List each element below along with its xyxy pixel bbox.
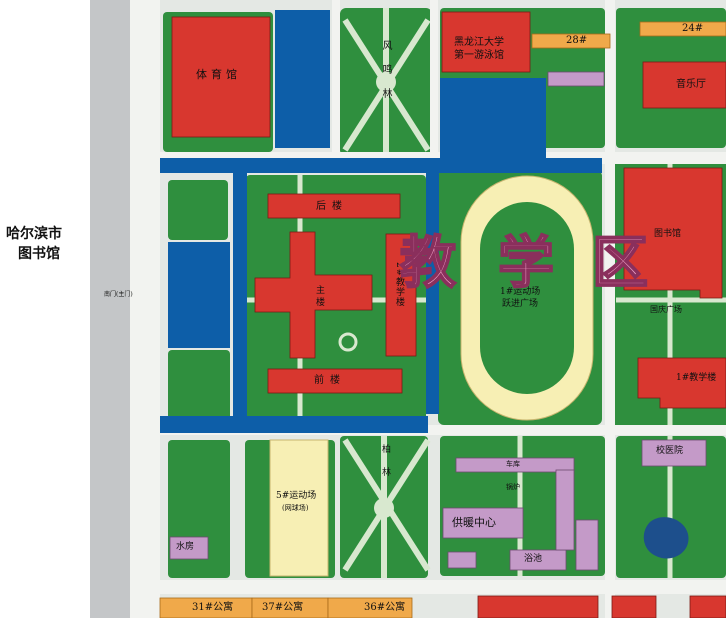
boiler-label: 锅炉 [506, 483, 520, 491]
purple-small-block [447, 551, 477, 569]
teaching-area-char-3: 区 [591, 231, 649, 296]
teaching-area-char-1: 教 [399, 231, 457, 296]
garage-block [455, 457, 575, 473]
gate-label: 南门(主门) [104, 291, 133, 298]
b24-label: 24# [682, 23, 704, 34]
water-room-label: 水房 [176, 542, 195, 552]
left-margin [0, 0, 90, 618]
music-hall-building [642, 61, 726, 109]
garage-label: 车库 [506, 460, 520, 468]
heating-block [442, 507, 524, 539]
sidebar-strip [90, 0, 130, 618]
fountain-north [376, 72, 396, 92]
heating-label: 供暖中心 [452, 516, 496, 529]
sports-field5-label-line2: (网球场) [282, 504, 309, 512]
purple-north-block [547, 71, 605, 87]
fengming-forest-label: 风鸣林 [380, 40, 391, 112]
teaching1-building [637, 357, 726, 409]
b28-block [531, 33, 611, 49]
south-red-building [477, 595, 599, 618]
front-building-label: 前楼 [314, 375, 346, 386]
swim-hall-label-line1: 黑龙江大学 [454, 37, 504, 48]
sports-field1-label-line2: 跃进广场 [502, 299, 539, 309]
water-room-block [169, 536, 209, 560]
fountain-center [338, 332, 358, 352]
fountain-south [374, 498, 394, 518]
dorm36-label: 36#公寓 [364, 602, 406, 613]
service-wing [555, 469, 575, 551]
library-building [623, 167, 723, 299]
dorm36-block [327, 597, 413, 618]
library-city-label-line1: 哈尔滨市 [6, 226, 62, 242]
teaching1-label: 1#教学楼 [676, 373, 717, 383]
bath-block [509, 549, 567, 571]
south-red-building-2 [611, 595, 657, 618]
music-hall-label: 音乐厅 [676, 79, 706, 90]
hospital-label: 校医院 [656, 446, 684, 456]
dorm-buildings [159, 21, 726, 618]
pond [643, 517, 689, 559]
highlight-routes [160, 10, 602, 433]
b28-label: 28# [566, 35, 588, 46]
library-label: 图书馆 [654, 229, 682, 239]
south-red-building-3 [689, 595, 726, 618]
gym-building [171, 16, 271, 138]
guoqing-square-label: 国庆广场 [650, 305, 682, 314]
bath-label: 浴池 [524, 554, 543, 564]
teaching2-building [385, 233, 417, 357]
sports-field-5-area [269, 439, 329, 577]
swim-hall-building [441, 11, 531, 73]
service-buildings [169, 71, 707, 571]
gym-label: 体育馆 [196, 68, 241, 81]
dorm31-label: 31#公寓 [192, 602, 234, 613]
b24-block [639, 21, 726, 37]
dorm37-label: 37#公寓 [262, 602, 304, 613]
swim-hall-label-line2: 第一游泳馆 [454, 50, 504, 61]
main-building [254, 231, 373, 359]
track-field [460, 175, 594, 421]
red-buildings [171, 11, 726, 618]
teaching-area-char-2: 学 [497, 231, 555, 296]
hospital-block [641, 439, 707, 467]
grove-south-label: 柏林 [380, 444, 390, 490]
back-building [267, 193, 401, 219]
main-building-label: 主楼 [314, 285, 324, 309]
sports-field5-label-line1: 5#运动场 [276, 491, 317, 501]
service-wing-2 [575, 519, 599, 571]
library-city-label-line2: 图书馆 [18, 246, 60, 262]
teaching2-label: 2#教学楼 [394, 262, 404, 308]
back-building-label: 后楼 [316, 201, 348, 212]
front-building [267, 368, 403, 394]
sports-field1-label-line1: 1#运动场 [500, 287, 541, 297]
